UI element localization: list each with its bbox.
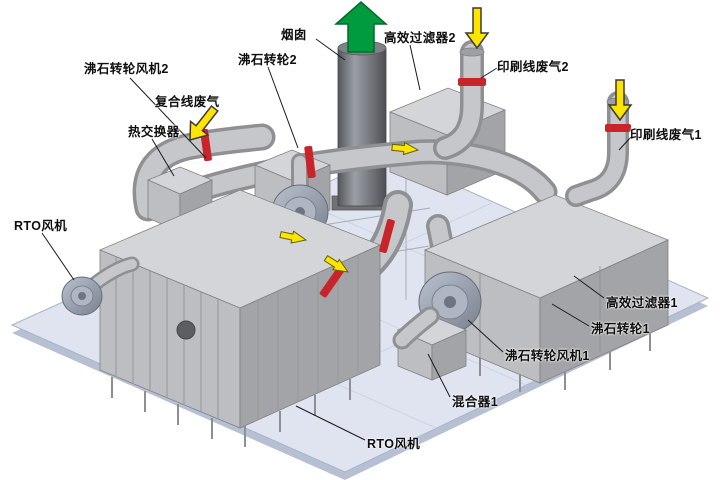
label-rto-fan-bottom: RTO风机 (367, 437, 421, 451)
rto-burner-motor (176, 320, 196, 340)
label-laminating-line-exhaust: 复合线废气 (155, 95, 220, 109)
label-hepa-filter-1: 高效过滤器1 (606, 296, 678, 310)
rto-fan-left-unit (61, 256, 140, 316)
green-up-arrow-icon (334, 1, 388, 53)
label-zeolite-rotor-fan-2: 沸石转轮风机2 (84, 62, 169, 76)
label-zeolite-rotor-2: 沸石转轮2 (238, 53, 297, 67)
yellow-arrow-laminating (189, 104, 219, 141)
yellow-inlet-arrow-icons (189, 7, 633, 141)
rto-main-unit (98, 189, 382, 429)
label-chimney: 烟囱 (281, 28, 307, 42)
rto-legs (111, 377, 351, 447)
label-hepa-filter-2: 高效过滤器2 (384, 31, 456, 45)
label-printing-line-exhaust-1: 印刷线废气1 (630, 128, 702, 142)
chimney-stack (331, 40, 393, 211)
label-rto-fan-left: RTO风机 (14, 219, 68, 233)
label-zeolite-rotor-fan-1: 沸石转轮风机1 (505, 349, 590, 363)
fan-to-mixer-duct (392, 306, 440, 350)
flow-direction-arrow-icons (279, 141, 420, 273)
label-printing-line-exhaust-2: 印刷线废气2 (497, 60, 569, 74)
laminating-inlet-duct (132, 123, 276, 222)
label-zeolite-rotor-1: 沸石转轮1 (591, 322, 650, 336)
label-mixer-1: 混合器1 (452, 395, 499, 409)
label-heat-exchanger: 热交换器 (128, 125, 180, 139)
rto-ribs (115, 255, 359, 420)
yellow-arrow-printing-2 (464, 7, 490, 50)
pipe-flanges (200, 78, 631, 298)
printing-line-2-inlet-duct (433, 40, 485, 160)
yellow-arrow-printing-1 (607, 79, 633, 122)
label-leader-lines (41, 38, 632, 441)
